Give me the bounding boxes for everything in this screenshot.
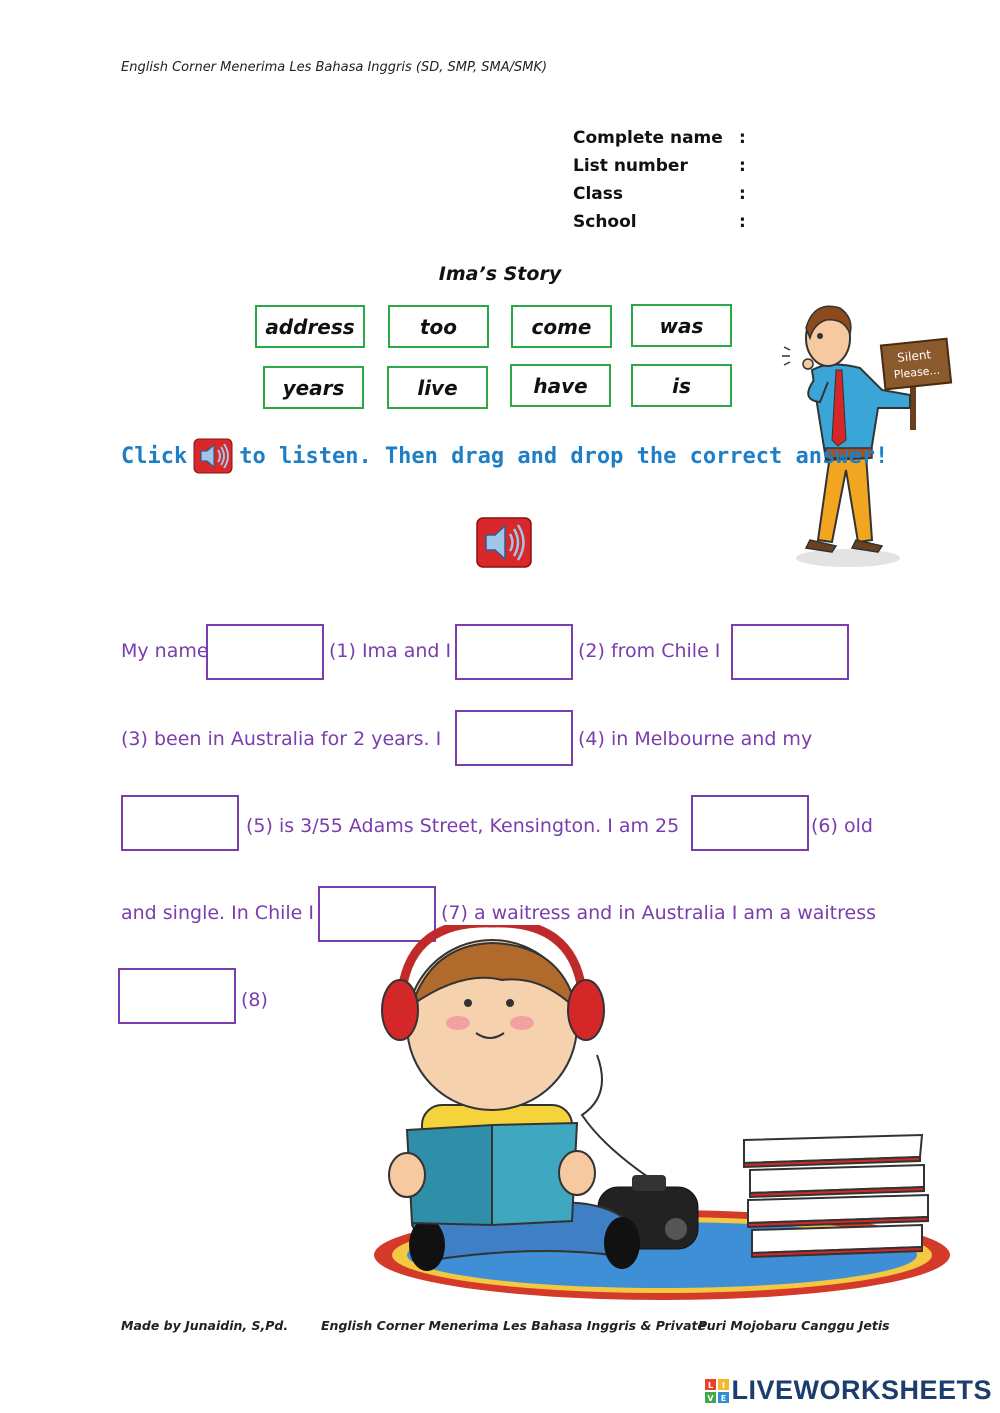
brand-name: LIVEWORKSHEETS bbox=[731, 1375, 992, 1405]
story-text-6: (5) is 3/55 Adams Street, Kensington. I … bbox=[246, 815, 680, 837]
story-text-8: and single. In Chile I bbox=[121, 902, 314, 924]
info-colon: : bbox=[739, 128, 746, 148]
word-card-address[interactable]: address bbox=[255, 305, 365, 348]
play-audio-button[interactable] bbox=[476, 517, 532, 568]
info-row-list-number: List number : bbox=[573, 152, 759, 180]
word-card-years[interactable]: years bbox=[263, 366, 364, 409]
story-text-2: (1) Ima and I bbox=[329, 640, 452, 662]
instruction: Click to listen. Then drag and drop the … bbox=[121, 438, 888, 474]
student-info: Complete name : List number : Class : Sc… bbox=[573, 124, 759, 236]
answer-box-3[interactable] bbox=[731, 624, 849, 680]
logo-letter: V bbox=[708, 1394, 715, 1403]
info-row-class: Class : bbox=[573, 180, 759, 208]
story-text-3: (2) from Chile I bbox=[578, 640, 721, 662]
footer-middle: English Corner Menerima Les Bahasa Inggr… bbox=[321, 1318, 706, 1333]
info-label: Complete name bbox=[573, 128, 723, 148]
info-row-school: School : bbox=[573, 208, 759, 236]
word-card-come[interactable]: come bbox=[511, 305, 612, 348]
story-title: Ima’s Story bbox=[438, 263, 562, 285]
info-label: List number bbox=[573, 156, 688, 176]
answer-box-1[interactable] bbox=[206, 624, 324, 680]
speaker-icon bbox=[193, 438, 233, 474]
story-text-7: (6) old bbox=[811, 815, 873, 837]
header-note: English Corner Menerima Les Bahasa Inggr… bbox=[121, 60, 548, 75]
instruction-before: Click bbox=[121, 443, 188, 469]
logo-letter: L bbox=[708, 1381, 713, 1390]
info-label: Class bbox=[573, 184, 624, 204]
word-card-live[interactable]: live bbox=[387, 366, 488, 409]
answer-box-7[interactable] bbox=[318, 886, 436, 942]
instruction-after: to listen. Then drag and drop the correc… bbox=[239, 443, 889, 469]
sign-line2: Please... bbox=[893, 364, 940, 382]
footer-made-by: Made by Junaidin, S,Pd. bbox=[121, 1318, 289, 1333]
sign-line1: Silent bbox=[897, 347, 933, 365]
boy-reading-illustration bbox=[374, 925, 950, 1300]
word-card-was[interactable]: was bbox=[631, 304, 732, 347]
info-label: School bbox=[573, 212, 637, 232]
info-colon: : bbox=[739, 212, 746, 232]
story-text-4: (3) been in Australia for 2 years. I bbox=[121, 728, 442, 750]
answer-box-8[interactable] bbox=[118, 968, 236, 1024]
silent-man-illustration: Silent Please... bbox=[782, 305, 953, 567]
answer-box-6[interactable] bbox=[691, 795, 809, 851]
liveworksheets-logo-icon: L I V E bbox=[705, 1378, 730, 1403]
answer-box-4[interactable] bbox=[455, 710, 573, 766]
logo-letter: E bbox=[721, 1394, 726, 1403]
story-text-5: (4) in Melbourne and my bbox=[578, 728, 813, 750]
story-text-1: My name bbox=[121, 640, 209, 662]
word-card-is[interactable]: is bbox=[631, 364, 732, 407]
info-row-complete-name: Complete name : bbox=[573, 124, 759, 152]
logo-letter: I bbox=[722, 1381, 725, 1390]
word-card-have[interactable]: have bbox=[510, 364, 611, 407]
info-colon: : bbox=[739, 184, 746, 204]
liveworksheets-brand: L I V E LIVEWORKSHEETS bbox=[705, 1375, 992, 1406]
story-text-10: (8) bbox=[241, 989, 268, 1011]
word-card-too[interactable]: too bbox=[388, 305, 489, 348]
answer-box-5[interactable] bbox=[121, 795, 239, 851]
story-text-9: (7) a waitress and in Australia I am a w… bbox=[441, 902, 877, 924]
answer-box-2[interactable] bbox=[455, 624, 573, 680]
footer-address: Puri Mojobaru Canggu Jetis bbox=[698, 1318, 890, 1333]
info-colon: : bbox=[739, 156, 746, 176]
